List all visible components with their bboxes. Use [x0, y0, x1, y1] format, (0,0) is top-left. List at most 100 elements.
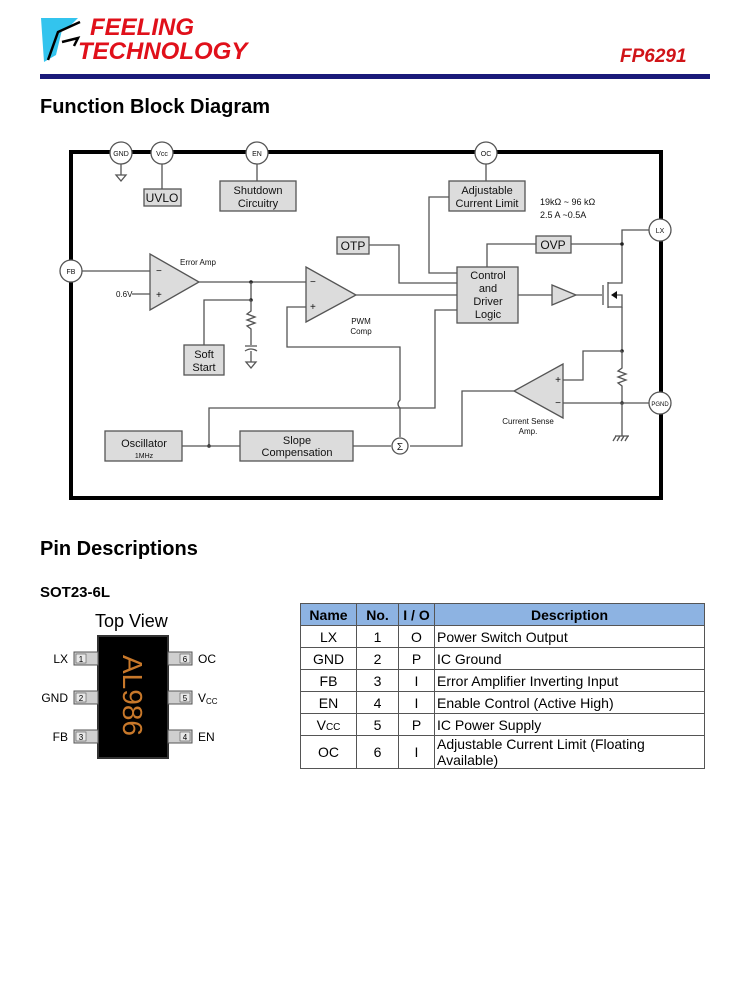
ground-symbol-icon — [114, 164, 128, 183]
cell-name: OC — [300, 735, 357, 769]
chip-marking: AL986 — [117, 655, 148, 736]
current-sense-amp — [512, 362, 564, 420]
soft-start-block: Soft Start — [183, 344, 225, 376]
brand-line1: FEELING — [90, 14, 194, 41]
pin-gnd: GND — [109, 141, 133, 165]
pin-vcc: Vcc — [150, 141, 174, 165]
svg-text:Current Limit: Current Limit — [456, 198, 519, 210]
svg-text:Shutdown: Shutdown — [234, 185, 283, 197]
cell-no: 1 — [356, 625, 399, 648]
svg-text:FB: FB — [53, 730, 68, 744]
svg-text:OTP: OTP — [341, 239, 366, 253]
header-name: Name — [300, 603, 357, 626]
error-amp-label: Error Amp — [180, 258, 217, 267]
cell-description: IC Ground — [434, 647, 705, 670]
cell-no: 2 — [356, 647, 399, 670]
cell-io: O — [398, 625, 435, 648]
cell-io: I — [398, 691, 435, 714]
cell-description: IC Power Supply — [434, 713, 705, 736]
adjustable-current-limit-block: Adjustable Current Limit — [448, 180, 526, 212]
svg-text:OC: OC — [481, 151, 492, 158]
svg-text:3: 3 — [79, 733, 84, 742]
pin-4: 4 EN — [167, 729, 215, 744]
svg-text:Oscillator: Oscillator — [121, 438, 167, 450]
svg-text:UVLO: UVLO — [146, 191, 179, 205]
cell-no: 6 — [356, 735, 399, 769]
svg-text:2: 2 — [79, 694, 84, 703]
chassis-ground-icon — [612, 435, 629, 442]
svg-text:Σ: Σ — [397, 442, 403, 453]
current-range-label: 2.5 A ~0.5A — [540, 210, 586, 220]
header-io: I / O — [398, 603, 435, 626]
pin-description-table: Name No. I / O Description LX 1 O Power … — [300, 603, 705, 769]
slope-compensation-block: Slope Compensation — [239, 430, 354, 462]
cell-name: VCC — [300, 713, 357, 736]
top-view-label: Top View — [95, 611, 168, 631]
svg-text:Slope: Slope — [283, 435, 311, 447]
cell-no: 3 — [356, 669, 399, 692]
sense-resistor-icon — [616, 351, 628, 403]
pin-3: 3 FB — [53, 729, 99, 744]
compensation-capacitor-icon — [244, 345, 258, 370]
svg-text:+: + — [156, 290, 162, 301]
error-amp — [149, 252, 201, 312]
svg-text:1MHz: 1MHz — [135, 453, 154, 460]
pin-oc: OC — [474, 141, 498, 165]
otp-block: OTP — [336, 236, 370, 255]
svg-text:Logic: Logic — [475, 309, 502, 321]
svg-text:GND: GND — [41, 691, 68, 705]
svg-text:OVP: OVP — [540, 238, 565, 252]
ovp-block: OVP — [535, 235, 572, 254]
table-row: LX 1 O Power Switch Output — [300, 625, 705, 648]
svg-text:6: 6 — [183, 655, 188, 664]
part-number: FP6291 — [620, 46, 687, 67]
svg-text:Driver: Driver — [473, 296, 503, 308]
pwm-comparator — [305, 265, 358, 324]
logo-stroke-icon — [46, 20, 81, 61]
pin-lx: LX — [648, 218, 672, 242]
cell-name: FB — [300, 669, 357, 692]
table-row: OC 6 I Adjustable Current Limit (Floatin… — [300, 735, 705, 769]
ic-outline — [69, 150, 663, 500]
svg-text:1: 1 — [79, 655, 84, 664]
cell-name: EN — [300, 691, 357, 714]
svg-text:and: and — [479, 283, 497, 295]
svg-text:EN: EN — [198, 730, 215, 744]
summing-junction: Σ — [391, 437, 409, 455]
table-row: EN 4 I Enable Control (Active High) — [300, 691, 705, 714]
cell-no: 4 — [356, 691, 399, 714]
pwm-label-1: PWM — [351, 317, 371, 326]
cell-name: LX — [300, 625, 357, 648]
pin-5: 5 VCC — [167, 690, 218, 706]
svg-text:LX: LX — [656, 228, 665, 235]
svg-text:−: − — [310, 277, 316, 288]
pin-fb: FB — [59, 259, 83, 283]
pin-6: 6 OC — [167, 651, 216, 666]
header-description: Description — [434, 603, 705, 626]
power-mosfet-icon — [602, 229, 649, 308]
shutdown-circuitry-block: Shutdown Circuitry — [219, 180, 297, 212]
svg-text:PGND: PGND — [651, 402, 669, 408]
cell-description: Enable Control (Active High) — [434, 691, 705, 714]
compensation-resistor-icon — [245, 300, 257, 345]
cell-description: Power Switch Output — [434, 625, 705, 648]
pin-1: 1 LX — [53, 651, 99, 666]
package-pinout: AL986 1 LX 2 GND 3 FB 6 OC 5 VCC 4 EN — [41, 635, 218, 759]
vref-label: 0.6V — [116, 290, 133, 299]
svg-text:Compensation: Compensation — [262, 447, 333, 459]
csa-label-2: Amp. — [519, 427, 538, 436]
cell-no: 5 — [356, 713, 399, 736]
svg-text:Start: Start — [192, 362, 215, 374]
svg-text:GND: GND — [113, 151, 129, 158]
resistor-range-label: 19kΩ ~ 96 kΩ — [540, 197, 596, 207]
driver-buffer-icon — [551, 284, 578, 306]
cell-description: Adjustable Current Limit (Floating Avail… — [434, 735, 705, 769]
package-name: SOT23-6L — [40, 584, 111, 601]
company-logo: FEELING TECHNOLOGY — [41, 14, 249, 65]
header-no: No. — [356, 603, 399, 626]
svg-text:+: + — [555, 375, 561, 386]
uvlo-block: UVLO — [143, 188, 182, 207]
cell-io: I — [398, 669, 435, 692]
cell-io: I — [398, 735, 435, 769]
svg-text:LX: LX — [53, 652, 68, 666]
